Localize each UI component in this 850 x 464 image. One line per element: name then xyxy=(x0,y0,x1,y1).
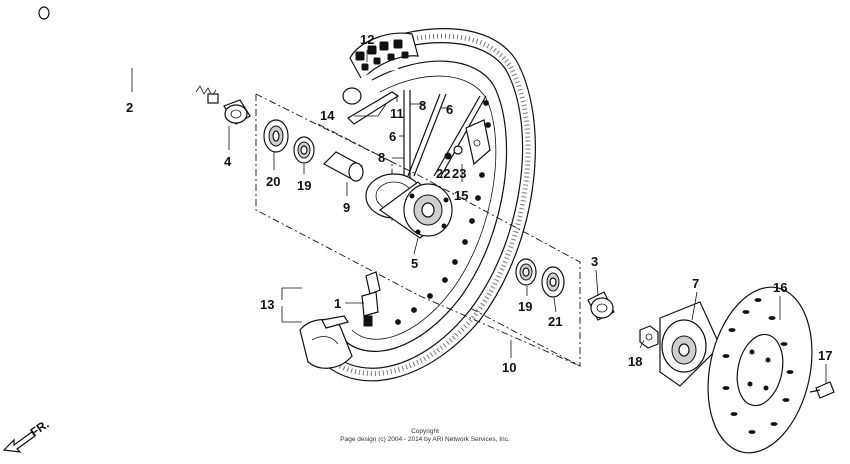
callout-12: 12 xyxy=(360,32,374,47)
distance-collar[interactable] xyxy=(323,151,364,182)
callout-16: 16 xyxy=(773,280,787,295)
callout-10: 10 xyxy=(502,360,516,375)
callout-6-right: 6 xyxy=(446,102,453,117)
callout-18: 18 xyxy=(628,354,642,369)
disc-bolt[interactable] xyxy=(809,381,835,399)
callout-4: 4 xyxy=(224,154,232,169)
callout-9: 9 xyxy=(343,200,350,215)
side-collar[interactable] xyxy=(587,291,615,321)
dust-seal-right[interactable] xyxy=(541,266,565,298)
callout-22: 22 xyxy=(436,166,450,181)
inner-tube[interactable] xyxy=(342,66,399,105)
valve-assembly[interactable] xyxy=(361,271,381,327)
front-hub[interactable] xyxy=(365,173,453,239)
callout-19-right: 19 xyxy=(518,299,532,314)
tube-valve[interactable] xyxy=(299,315,353,369)
spokes[interactable] xyxy=(403,90,487,179)
callout-5: 5 xyxy=(411,256,418,271)
front-axle[interactable] xyxy=(38,6,219,104)
tire-tread-section[interactable] xyxy=(349,32,419,82)
callout-7: 7 xyxy=(692,276,699,291)
callout-8-bottom: 8 xyxy=(378,150,385,165)
callout-20: 20 xyxy=(266,174,280,189)
callout-21: 21 xyxy=(548,314,562,329)
callout-23: 23 xyxy=(452,166,466,181)
callout-6-left: 6 xyxy=(389,129,396,144)
bearing-left[interactable] xyxy=(293,136,315,164)
bearing-right[interactable] xyxy=(515,258,537,286)
callout-1: 1 xyxy=(334,296,341,311)
leader-lines xyxy=(131,50,827,384)
callout-13: 13 xyxy=(260,297,274,312)
copyright-line-2: Page design (c) 2004 - 2014 by ARI Netwo… xyxy=(340,436,510,443)
callout-8-top: 8 xyxy=(419,98,426,113)
callout-11: 11 xyxy=(390,106,404,121)
retainer-plate[interactable] xyxy=(465,119,491,166)
callout-3: 3 xyxy=(591,254,598,269)
washer-and-bolt[interactable] xyxy=(444,145,463,160)
dust-seal[interactable] xyxy=(263,119,289,153)
axle-collar[interactable] xyxy=(223,99,251,125)
callout-2: 2 xyxy=(126,100,133,115)
brake-disc[interactable] xyxy=(694,277,827,462)
callout-labels: 2 4 20 19 9 12 14 11 6 8 6 8 22 23 15 5 … xyxy=(126,32,832,375)
callout-19-left: 19 xyxy=(297,178,311,193)
copyright-notice: Copyright Page design (c) 2004 - 2014 by… xyxy=(340,428,510,443)
callout-15: 15 xyxy=(454,188,468,203)
hub-nut[interactable] xyxy=(639,325,659,349)
callout-14: 14 xyxy=(320,108,335,123)
disk-hub[interactable] xyxy=(659,301,721,387)
front-direction-arrow: FR. xyxy=(2,417,52,453)
copyright-line-1: Copyright xyxy=(411,428,439,435)
callout-17: 17 xyxy=(818,348,832,363)
